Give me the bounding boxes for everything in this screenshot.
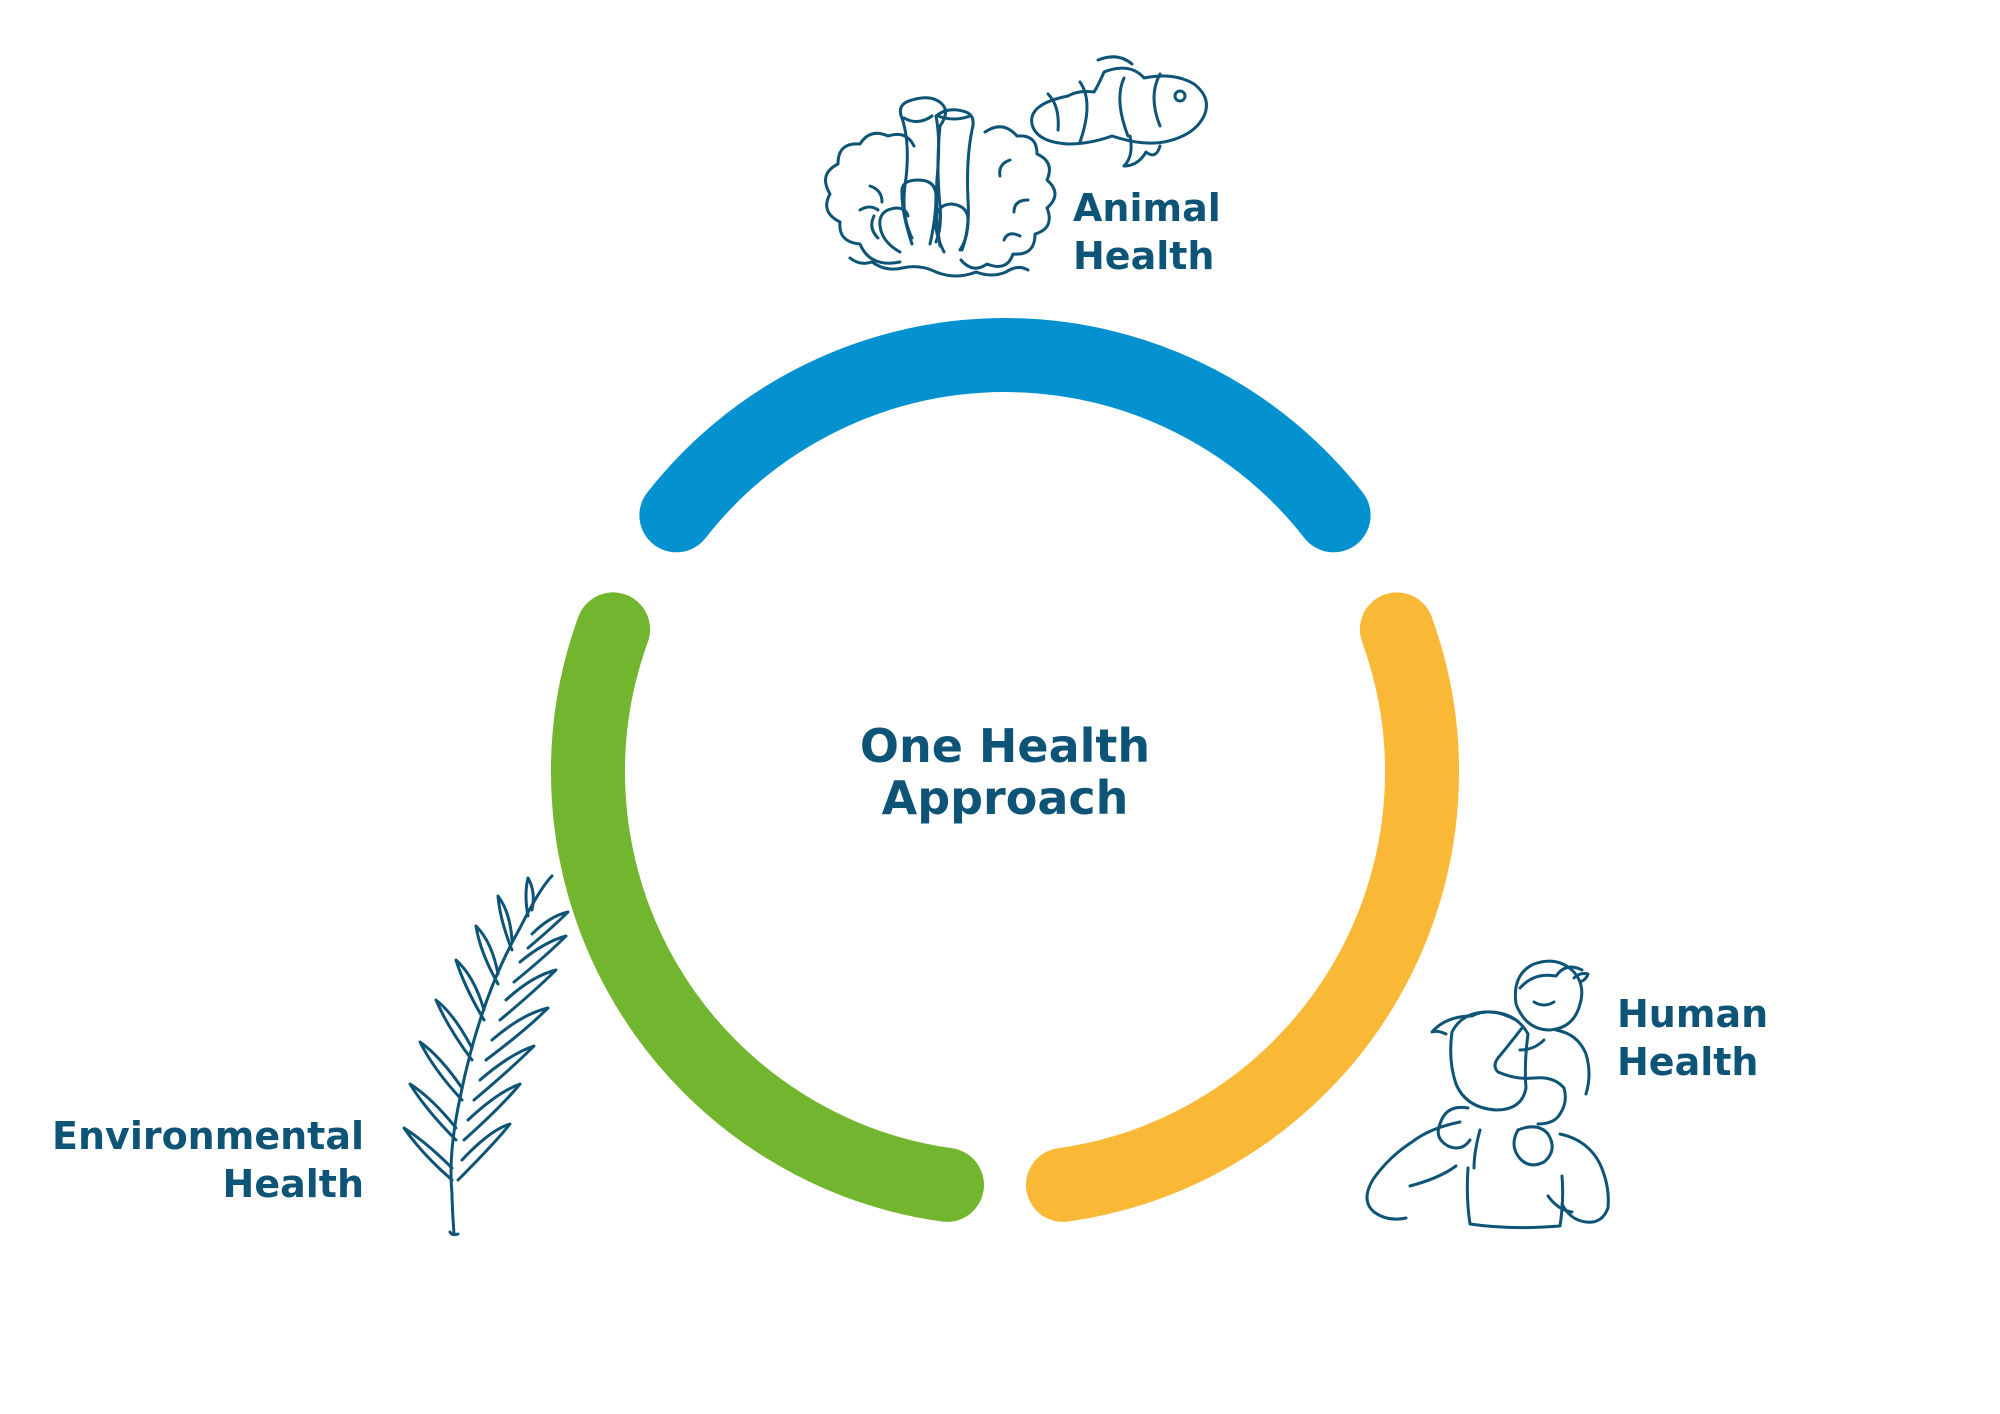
animal-health-label-line2: Health bbox=[1073, 234, 1215, 278]
environmental-health-label-line2: Health bbox=[222, 1162, 364, 1206]
human-health-label-line1: Human bbox=[1617, 992, 1769, 1036]
animal-health-arc bbox=[639, 318, 1371, 553]
environmental-health-label-line1: Environmental bbox=[52, 1114, 364, 1158]
human-health-arc bbox=[1026, 592, 1459, 1222]
coral-and-clownfish-icon bbox=[824, 55, 1208, 278]
parent-carrying-child-icon bbox=[1365, 959, 1610, 1230]
diagram-title-line1: One Health bbox=[859, 719, 1151, 773]
human-health-label: Human Health bbox=[1617, 990, 1768, 1086]
diagram-title: One Health Approach bbox=[805, 720, 1205, 824]
fern-leaf-icon bbox=[402, 874, 570, 1237]
diagram-title-line2: Approach bbox=[881, 771, 1129, 825]
animal-health-label: Animal Health bbox=[1073, 184, 1221, 280]
environmental-health-arc bbox=[551, 592, 984, 1222]
human-health-label-line2: Health bbox=[1617, 1040, 1759, 1084]
environmental-health-label: Environmental Health bbox=[10, 1112, 364, 1208]
animal-health-label-line1: Animal bbox=[1073, 186, 1221, 230]
